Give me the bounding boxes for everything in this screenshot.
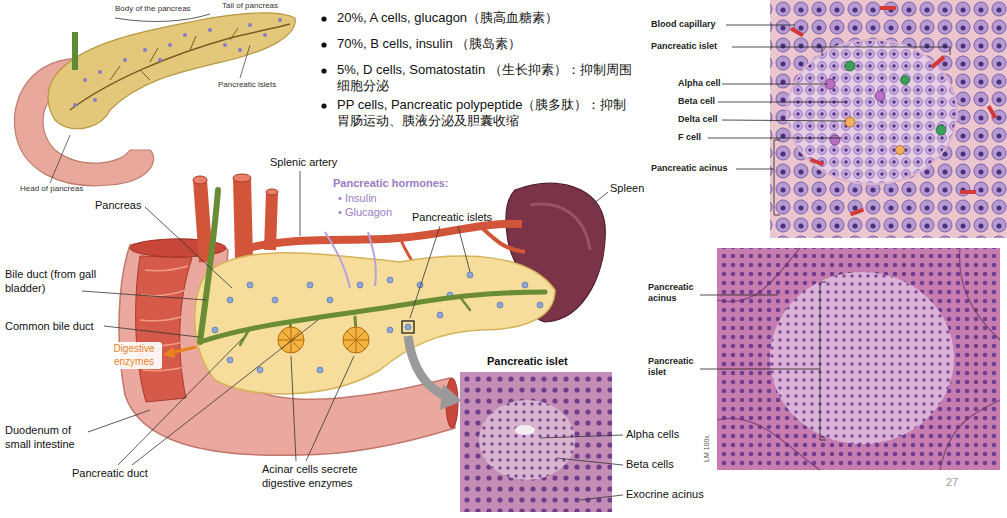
- part-label: F cell: [678, 132, 701, 143]
- part-label: Delta cell: [678, 114, 718, 125]
- part-label: Beta cell: [678, 96, 715, 107]
- part-label: Pancreatic islets: [412, 211, 492, 225]
- hormone-item: • Insulin: [338, 192, 377, 206]
- part-label: Bile duct (from gall bladder): [5, 268, 100, 296]
- flow-label: Digestive enzymes: [106, 342, 162, 369]
- part-label: Pancreatic islets: [218, 80, 276, 90]
- part-label: Pancreas: [95, 199, 141, 213]
- part-label: Splenic artery: [270, 156, 337, 170]
- part-label: Alpha cell: [678, 78, 721, 89]
- part-label: Exocrine acinus: [626, 488, 704, 502]
- part-label: Duodenum of small intestine: [5, 424, 95, 452]
- part-label: Head of pancreas: [20, 184, 83, 194]
- part-label: Pancreatic duct: [72, 467, 148, 481]
- magnification-note: LM 100x: [703, 435, 712, 462]
- page-number: 27: [946, 476, 958, 490]
- part-label: Spleen: [610, 182, 644, 196]
- bullet-text: 70%, B cells, insulin （胰岛素）: [337, 36, 637, 52]
- part-label: Pancreatic acinus: [648, 282, 710, 305]
- hormone-heading: Pancreatic hormones:: [333, 177, 449, 191]
- bullet-text: 20%, A cells, glucagon（胰高血糖素）: [337, 10, 637, 26]
- part-label: Pancreatic islet: [648, 356, 710, 379]
- part-label: Acinar cells secrete digestive enzymes: [262, 463, 362, 491]
- bullet-text: PP cells, Pancreatic polypeptide（胰多肽）：抑制…: [337, 97, 637, 130]
- part-label: Blood capillary: [651, 19, 716, 30]
- part-label: Tail of pancreas: [222, 1, 278, 11]
- bullet-text: 5%, D cells, Somatostatin （生长抑素）：抑制周围细胞分…: [337, 62, 637, 95]
- part-label: Beta cells: [626, 458, 674, 472]
- panel-title: Pancreatic islet: [487, 355, 568, 369]
- part-label: Alpha cells: [626, 428, 679, 442]
- hormone-item: • Glucagon: [338, 206, 392, 220]
- part-label: Pancreatic acinus: [651, 163, 728, 174]
- part-label: Common bile duct: [5, 320, 94, 334]
- part-label: Body of the pancreas: [115, 4, 191, 14]
- part-label: Pancreatic islet: [651, 41, 717, 52]
